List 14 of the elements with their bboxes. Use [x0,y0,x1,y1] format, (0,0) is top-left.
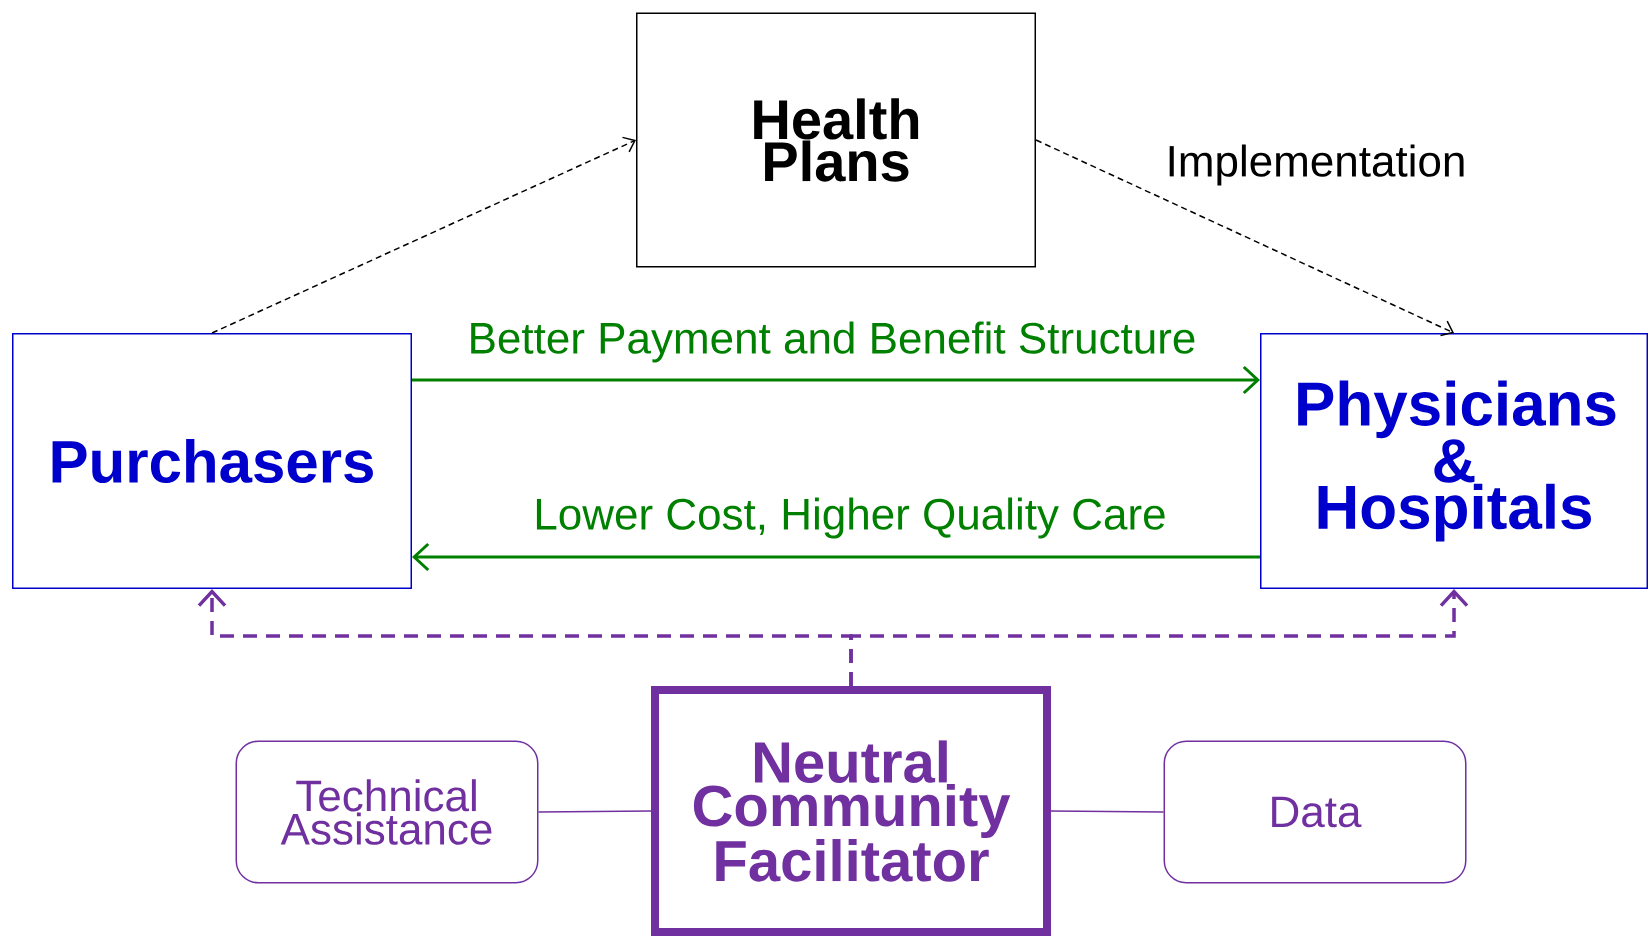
rounded-box: Technical Assistance [235,740,539,884]
process-box: Neutral Community Facilitator [651,686,1051,936]
arrow [211,136,636,334]
arrow [1035,139,1455,337]
edge-label: Better Payment and Benefit Structure [465,319,1199,365]
arrow [412,365,1260,395]
process-box: Purchasers [12,333,412,589]
edge-label: Lower Cost, Higher Quality Care [531,495,1169,541]
arrow [849,589,1469,686]
process-box: Health Plans [636,12,1036,268]
edge-label: Implementation [1163,142,1469,188]
rounded-box: Data [1163,740,1467,884]
arrow [412,542,1260,572]
process-box: Physicians & Hospitals [1260,333,1648,589]
